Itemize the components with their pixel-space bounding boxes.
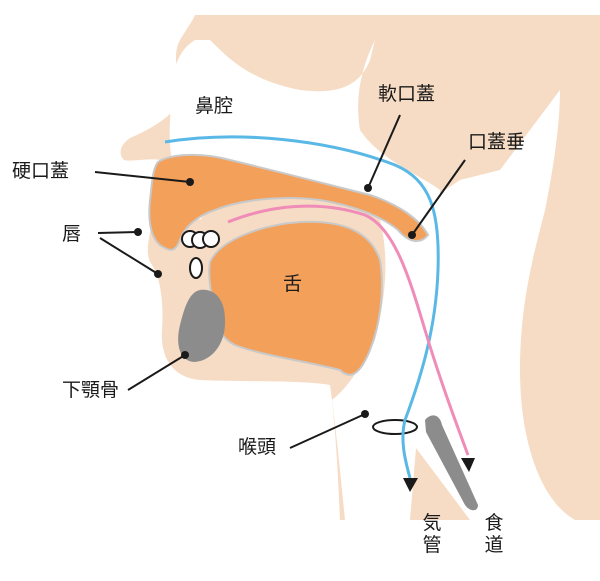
label-lips: 唇 [62,223,82,245]
leader-lips-lower [99,237,159,275]
dot-lips-lower [154,270,162,278]
leader-mandible [127,354,186,391]
label-soft-palate: 軟口蓋 [378,83,436,105]
leader-soft-palate [367,114,401,189]
label-tongue: 舌 [283,273,303,295]
label-hard-palate: 硬口蓋 [12,160,70,182]
label-esophagus: 食道 [484,512,504,556]
label-trachea: 気管 [422,512,442,556]
air-path [164,135,440,479]
leader-hard-palate [94,171,191,183]
label-mandible: 下顎骨 [62,379,120,401]
tooth-lower [189,257,203,279]
mandible-bone [178,289,226,362]
food-arrowhead [461,458,475,472]
food-path [227,204,470,456]
leader-lips-upper [97,231,139,234]
esophagus-tube [425,415,478,511]
dot-hard-palate [186,178,194,186]
dot-soft-palate [364,184,372,192]
larynx-ring [372,419,418,435]
leader-uvula [411,159,466,236]
label-uvula: 口蓋垂 [468,131,526,153]
label-nasal-cavity: 鼻腔 [195,95,234,117]
palate-shape [148,153,430,251]
tooth-3 [202,230,220,248]
dot-larynx [361,410,369,418]
dot-lips-upper [134,228,142,236]
dot-mandible [181,351,189,359]
pharynx-cavity [169,40,440,520]
air-arrowhead [403,478,418,492]
label-larynx: 喉頭 [238,436,277,458]
leader-larynx [289,413,366,449]
dot-uvula [408,231,416,239]
